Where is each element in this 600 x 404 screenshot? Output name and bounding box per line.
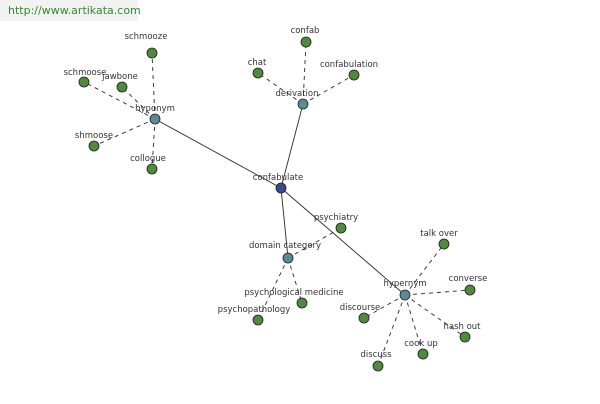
node-label-schmoose[interactable]: schmoose [64,68,107,78]
node-psychopathology[interactable] [252,314,264,326]
node-hyponym[interactable] [149,113,161,125]
node-label-chat[interactable]: chat [248,58,267,68]
node-collogue[interactable] [146,163,158,175]
node-talk-over[interactable] [438,238,450,250]
node-label-converse[interactable]: converse [449,274,488,284]
edge-derivation-confab [302,41,307,105]
edge-hypernym-talk-over [404,243,445,296]
edge-hyponym-schmooze [151,52,156,120]
node-derivation[interactable] [297,98,309,110]
node-psychological-medicine[interactable] [296,297,308,309]
edge-center-hyponym [154,118,282,189]
node-discourse[interactable] [358,312,370,324]
edges [83,41,471,367]
nodes [78,36,476,372]
node-confabulation[interactable] [348,69,360,81]
node-label-discuss[interactable]: discuss [360,350,392,360]
edge-hypernym-converse [404,289,471,296]
node-chat[interactable] [252,67,264,79]
node-label-confab[interactable]: confab [291,26,320,36]
node-label-hash-out[interactable]: hash out [443,322,481,332]
node-domain-category[interactable] [282,252,294,264]
node-cook-up[interactable] [417,348,429,360]
edge-derivation-confabulation [302,74,355,105]
node-label-derivation[interactable]: derivation [275,89,318,99]
node-center[interactable] [275,182,287,194]
node-label-domain-category[interactable]: domain category [249,241,321,251]
node-label-collogue[interactable]: collogue [130,154,166,164]
site-url[interactable]: http://www.artikata.com [0,0,141,21]
edge-derivation-chat [257,72,304,105]
edge-hypernym-cook-up [404,294,424,355]
node-label-hypernym[interactable]: hypernym [383,279,426,289]
node-shmoose[interactable] [88,140,100,152]
node-jawbone[interactable] [116,81,128,93]
node-label-confabulation[interactable]: confabulation [320,60,378,70]
node-confab[interactable] [300,36,312,48]
node-label-psychopathology[interactable]: psychopathology [218,305,291,315]
node-label-talk-over[interactable]: talk over [420,229,458,239]
edge-domain-category-psychopathology [257,257,289,321]
node-label-psychiatry[interactable]: psychiatry [314,213,358,223]
edge-center-domain-category [280,187,289,259]
node-discuss[interactable] [372,360,384,372]
node-label-shmoose[interactable]: shmoose [75,131,113,141]
edge-domain-category-psychiatry [287,227,342,259]
edge-center-hypernym [280,187,406,296]
node-label-center[interactable]: confabulate [253,173,303,183]
node-label-hyponym[interactable]: hyponym [135,104,175,114]
node-label-cook-up[interactable]: cook up [404,339,437,349]
node-label-jawbone[interactable]: jawbone [101,72,138,82]
edge-center-derivation [280,103,304,189]
node-label-discourse[interactable]: discourse [340,303,381,313]
node-hash-out[interactable] [459,331,471,343]
node-converse[interactable] [464,284,476,296]
edge-hyponym-collogue [151,118,156,170]
edge-hyponym-schmoose [83,81,156,120]
node-psychiatry[interactable] [335,222,347,234]
edge-hyponym-shmoose [93,118,156,147]
labels: confabulate hyponym schmooze jawboneschmoos… [64,26,488,360]
node-label-psychological-medicine[interactable]: psychological medicine [244,288,343,298]
node-schmoose[interactable] [78,76,90,88]
node-schmooze[interactable] [146,47,158,59]
node-hypernym[interactable] [399,289,411,301]
node-label-schmooze[interactable]: schmooze [125,32,168,42]
edge-hyponym-jawbone [121,86,156,120]
